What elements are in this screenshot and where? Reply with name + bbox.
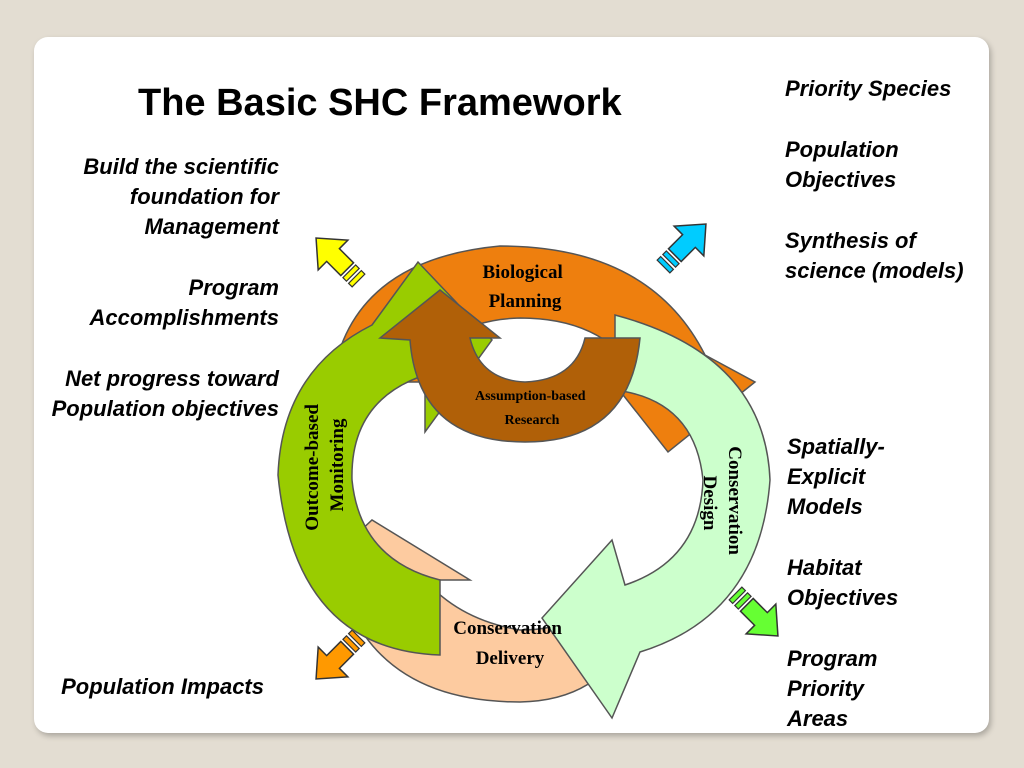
label-assumption-research: Assumption-based Research <box>475 389 589 428</box>
yellow-arrow-icon <box>315 237 366 288</box>
note-synthesis-science: Synthesis of science (models) <box>785 228 964 283</box>
cyan-arrow-stripe <box>656 255 675 274</box>
cyan-arrow-icon <box>656 223 707 274</box>
note-population-impacts: Population Impacts <box>61 674 264 699</box>
yellow-arrow-stripe <box>342 264 361 283</box>
note-spatially-explicit: Spatially-Explicit Models <box>787 434 885 519</box>
assumption-research-arrow <box>378 289 641 443</box>
green-arrow-icon <box>728 586 779 637</box>
orange-arrow-stripe <box>347 629 366 648</box>
label-outcome-monitoring: Outcome-based Monitoring <box>302 399 348 530</box>
label-conservation-design: Conservation Design <box>699 446 745 559</box>
orange-arrow-stripe <box>342 634 361 653</box>
green-arrow-stripe <box>728 586 747 605</box>
left-notes: Build the scientific foundation for Mana… <box>0 152 279 455</box>
note-population-objectives: Population Objectives <box>785 137 899 192</box>
green-arrow-stripe <box>733 591 752 610</box>
cyan-arrow-stripe <box>661 250 680 269</box>
cyan-arrow-body <box>667 223 707 263</box>
left-bottom-notes: Population Impacts <box>40 672 264 733</box>
label-biological-planning: Biological Planning <box>483 262 568 312</box>
yellow-arrow-body <box>315 237 355 277</box>
right-top-notes: Priority Species Population Objectives S… <box>785 74 1020 317</box>
orange-arrow-body <box>315 640 355 680</box>
note-habitat-objectives: Habitat Objectives <box>787 555 899 610</box>
label-conservation-delivery: Conservation Delivery <box>453 618 566 669</box>
note-build-foundation: Build the scientific foundation for Mana… <box>83 154 279 239</box>
note-priority-species: Priority Species <box>785 76 952 101</box>
note-program-accomplishments: Program Accomplishments <box>89 275 280 330</box>
conservation-design-arrow <box>541 314 771 720</box>
orange-arrow-icon <box>315 629 366 680</box>
note-program-priority: Program Priority Areas <box>787 646 878 731</box>
page-title: The Basic SHC Framework <box>138 82 622 124</box>
yellow-arrow-stripe <box>347 269 366 288</box>
right-mid-notes: Spatially-Explicit Models Habitat Object… <box>787 432 1007 765</box>
note-net-progress: Net progress toward Population objective… <box>51 366 279 421</box>
green-arrow-body <box>739 597 779 637</box>
